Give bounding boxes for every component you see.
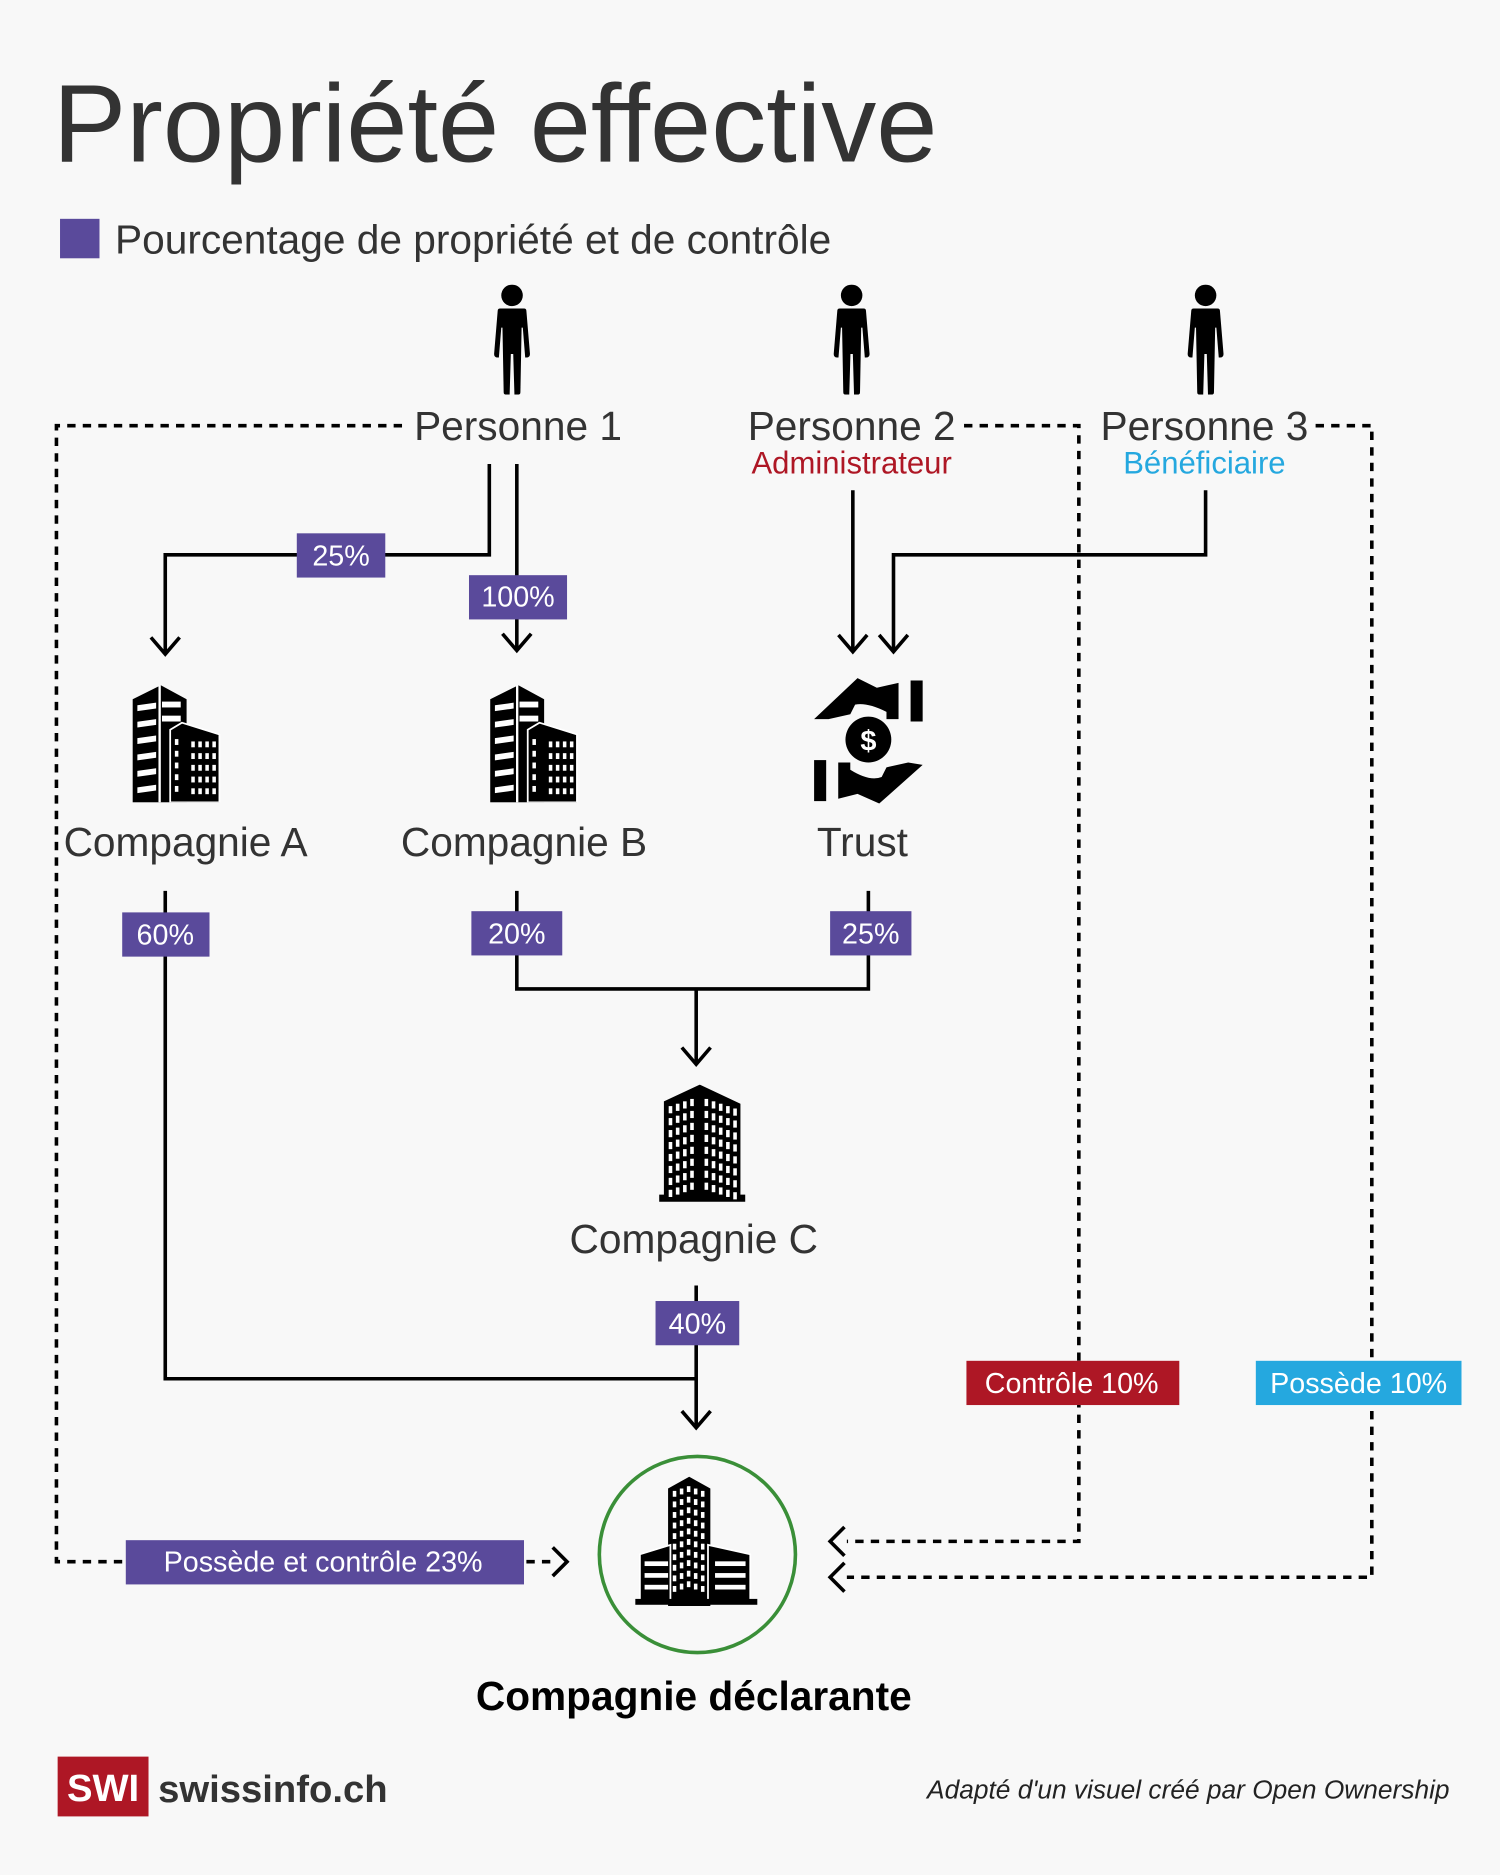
svg-text:SWI: SWI	[67, 1767, 139, 1810]
person-icon	[1187, 284, 1224, 395]
person-1-name: Personne 1	[414, 403, 622, 449]
badge-b-c: 20%	[471, 911, 563, 956]
company-b-label: Compagnie B	[401, 819, 647, 865]
dashed-connectors	[54, 423, 1374, 1593]
declaring-company-label: Compagnie déclarante	[476, 1673, 912, 1719]
company-c-label: Compagnie C	[570, 1216, 819, 1262]
declaring-company-ring	[597, 1454, 798, 1655]
badge-c-declaring: 40%	[655, 1301, 740, 1346]
legend-label: Pourcentage de propriété et de contrôle	[115, 217, 831, 263]
svg-text:Possède et contrôle 23%: Possède et contrôle 23%	[164, 1546, 483, 1578]
page-title: Propriété effective	[53, 62, 938, 185]
solid-connectors	[149, 463, 1208, 1431]
svg-text:60%: 60%	[137, 920, 194, 952]
svg-text:40%: 40%	[669, 1308, 726, 1340]
person-icon	[833, 284, 870, 395]
svg-text:Contrôle 10%: Contrôle 10%	[985, 1368, 1159, 1400]
person-3-role: Bénéficiaire	[1123, 446, 1285, 481]
person-2-name: Personne 2	[748, 403, 956, 449]
building-icon	[489, 685, 578, 803]
svg-text:Possède 10%: Possède 10%	[1270, 1368, 1447, 1400]
trust-label: Trust	[817, 819, 908, 865]
company-a-label: Compagnie A	[64, 819, 309, 865]
svg-text:100%: 100%	[481, 581, 554, 613]
svg-text:25%: 25%	[842, 918, 899, 950]
building-icon	[659, 1085, 745, 1202]
badge-p3-declaring: Possède 10%	[1255, 1360, 1462, 1406]
person-icon	[494, 284, 530, 395]
trust-hands-dollar-icon	[814, 678, 923, 804]
building-icon	[635, 1477, 757, 1606]
badge-p1-b: 100%	[468, 575, 568, 620]
legend-swatch	[60, 218, 100, 259]
badge-p1-a: 25%	[296, 533, 386, 578]
credit-line: Adapté d'un visuel créé par Open Ownersh…	[925, 1774, 1449, 1804]
badge-p1-declaring: Possède et contrôle 23%	[125, 1540, 524, 1585]
svg-text:25%: 25%	[312, 541, 369, 573]
swissinfo-logo[interactable]: SWI swissinfo.ch	[57, 1756, 388, 1817]
badge-a-declaring: 60%	[122, 912, 210, 957]
svg-text:swissinfo.ch: swissinfo.ch	[158, 1768, 388, 1811]
person-3-name: Personne 3	[1100, 403, 1308, 449]
svg-text:20%: 20%	[488, 918, 545, 950]
badge-trust-c: 25%	[830, 911, 912, 956]
building-icon	[131, 685, 221, 803]
person-2-role: Administrateur	[751, 446, 951, 481]
badge-p2-declaring: Contrôle 10%	[966, 1360, 1180, 1406]
